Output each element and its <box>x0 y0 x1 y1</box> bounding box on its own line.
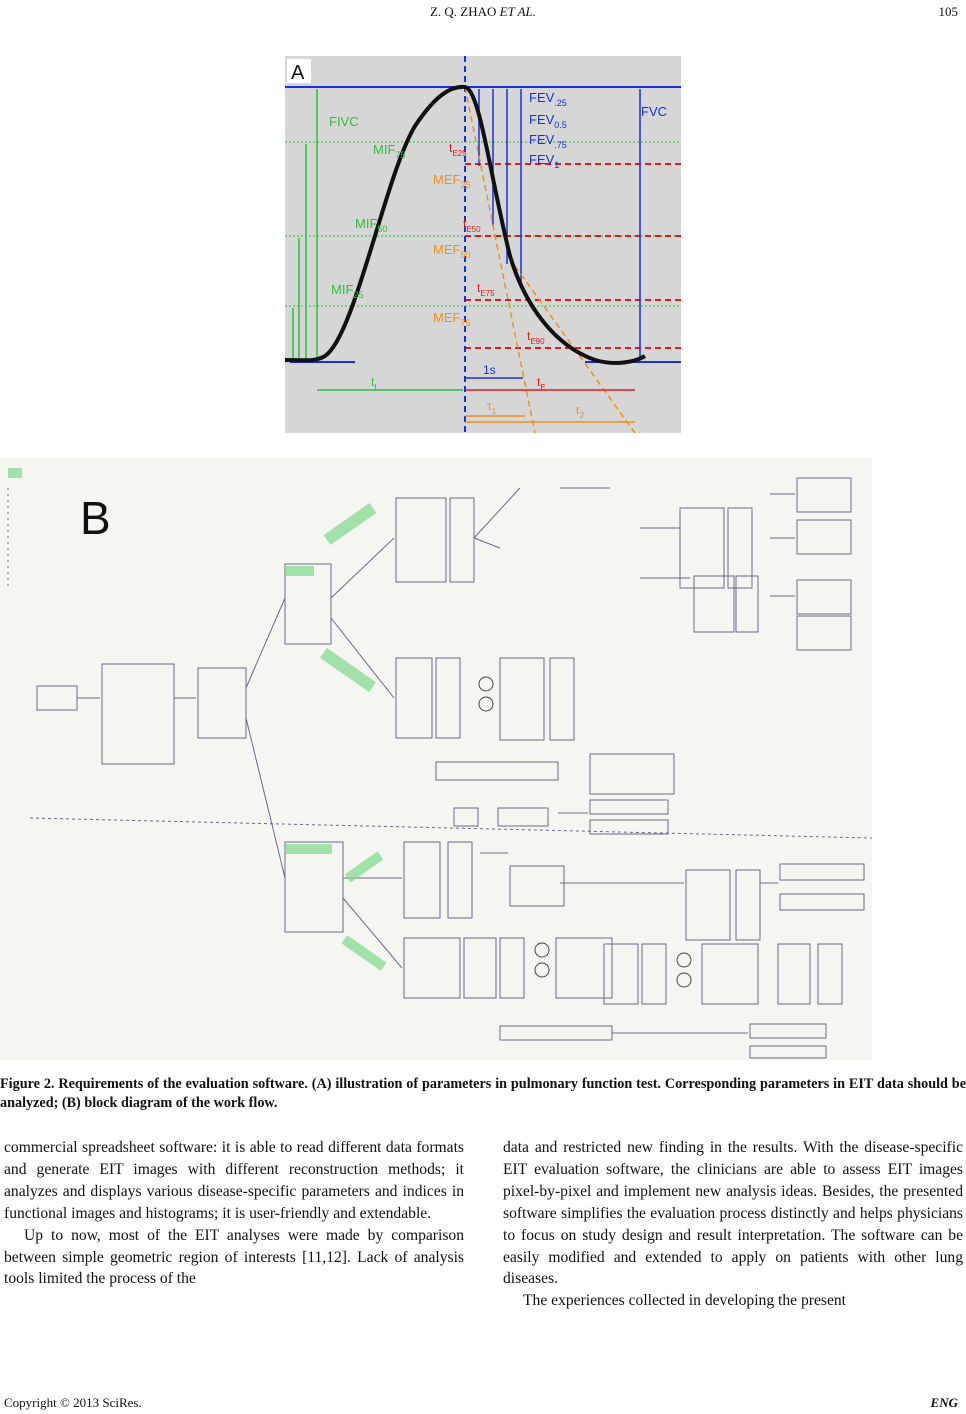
label-te90: tE90 <box>527 329 545 346</box>
label-tau1: τ1 <box>487 399 497 416</box>
label-te50: tE50 <box>463 217 481 234</box>
label-tau2: τ2 <box>575 403 585 420</box>
footer-copyright: Copyright © 2013 SciRes. <box>4 1395 142 1410</box>
left-column: commercial spreadsheet software: it is a… <box>4 1137 464 1290</box>
label-mef75: MEF75 <box>433 310 470 328</box>
label-fivc: FIVC <box>329 114 359 129</box>
figure-b-workflow-sketch: B <box>0 458 872 1060</box>
label-mif50: MIF50 <box>355 216 387 234</box>
figure-a-breathing-curve <box>285 84 647 365</box>
figure-a-panel-label: A <box>291 62 305 84</box>
figure-b-sketch-arrows <box>7 487 872 1034</box>
right-paragraph-2: The experiences collected in developing … <box>523 1292 846 1310</box>
right-paragraph-1: data and restricted new finding in the r… <box>503 1139 963 1288</box>
label-mif75: MIF75 <box>373 142 405 160</box>
figure-a-red-lines <box>465 163 681 349</box>
label-mif25: MIF25 <box>331 282 363 300</box>
figure-b-sketch-boxes <box>36 477 865 1059</box>
label-fev05: FEV0.5 <box>529 112 567 130</box>
label-fev75: FEV.75 <box>529 132 567 150</box>
left-paragraph-1: commercial spreadsheet software: it is a… <box>4 1139 464 1222</box>
page-number: 105 <box>938 4 959 19</box>
footer-journal: ENG <box>930 1395 958 1410</box>
label-te75: tE75 <box>477 281 495 298</box>
label-1s: 1s <box>483 363 496 377</box>
header-etal: ET AL. <box>499 4 537 19</box>
figure-caption: Figure 2. Requirements of the evaluation… <box>0 1076 966 1111</box>
figure-b-panel-label: B <box>80 492 111 544</box>
label-mef50: MEF50 <box>433 242 470 260</box>
figure-a-green-verticals <box>292 89 318 360</box>
figure-b-plus-minus-circles <box>478 676 692 988</box>
header-authors: Z. Q. ZHAO <box>429 4 497 19</box>
figure-b-highlights <box>8 468 387 971</box>
label-mef25: MEF25 <box>433 172 470 190</box>
left-paragraph-2: Up to now, most of the EIT analyses were… <box>4 1226 464 1288</box>
label-te25: tE25 <box>449 141 467 158</box>
label-fvc: FVC <box>641 104 667 119</box>
running-header: Z. Q. ZHAO ET AL. <box>0 4 966 20</box>
label-ti: tI <box>371 375 377 392</box>
figure-a-panel-label-box <box>287 59 311 83</box>
figure-a-background <box>285 56 681 433</box>
figure-a-fev-arrows <box>478 89 641 360</box>
figure-a-pulmonary-function-diagram: A FIVC FVC FEV.25 FEV0.5 FEV.75 FEV1 MIF… <box>285 56 681 433</box>
label-fev25: FEV.25 <box>529 90 567 108</box>
label-fev1: FEV1 <box>529 152 559 170</box>
right-column: data and restricted new finding in the r… <box>503 1137 963 1312</box>
figure-b-paper <box>0 458 872 1060</box>
label-te: tE <box>537 375 546 392</box>
